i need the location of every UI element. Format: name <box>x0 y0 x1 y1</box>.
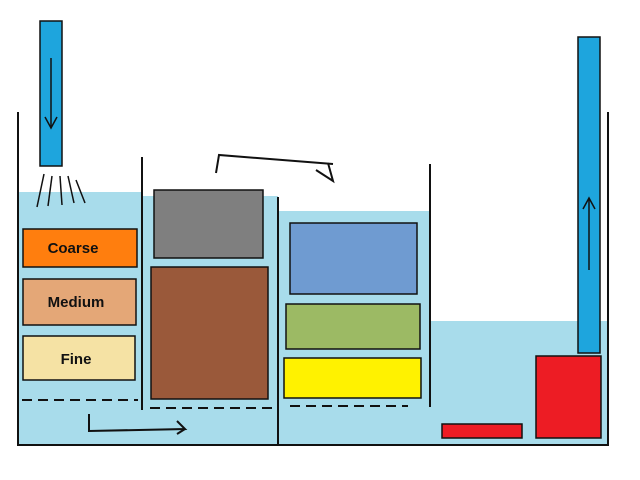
heater-bar <box>441 423 523 439</box>
pump-block <box>535 355 602 439</box>
blue-filter-block <box>289 222 418 295</box>
fine-layer <box>22 335 136 381</box>
medium-label: Medium <box>48 294 105 311</box>
medium-layer <box>22 278 137 326</box>
spray-lines <box>36 173 86 208</box>
fine-label: Fine <box>61 351 92 368</box>
yellow-filter-block <box>283 357 422 399</box>
baffle-walls <box>141 157 431 445</box>
flow-arrow-bottom-icon <box>88 414 188 435</box>
tank-outline <box>17 112 609 446</box>
coarse-label: Coarse <box>48 240 99 257</box>
grey-filter-block <box>153 189 264 259</box>
up-arrow-icon <box>582 196 596 270</box>
green-filter-block <box>285 303 421 350</box>
outlet-pipe <box>577 36 601 354</box>
brown-filter-block <box>150 266 269 400</box>
coarse-layer <box>22 228 138 268</box>
dashed-floor-lines <box>22 399 408 409</box>
down-arrow-icon <box>44 58 58 130</box>
flow-arrow-top-icon <box>215 153 335 184</box>
